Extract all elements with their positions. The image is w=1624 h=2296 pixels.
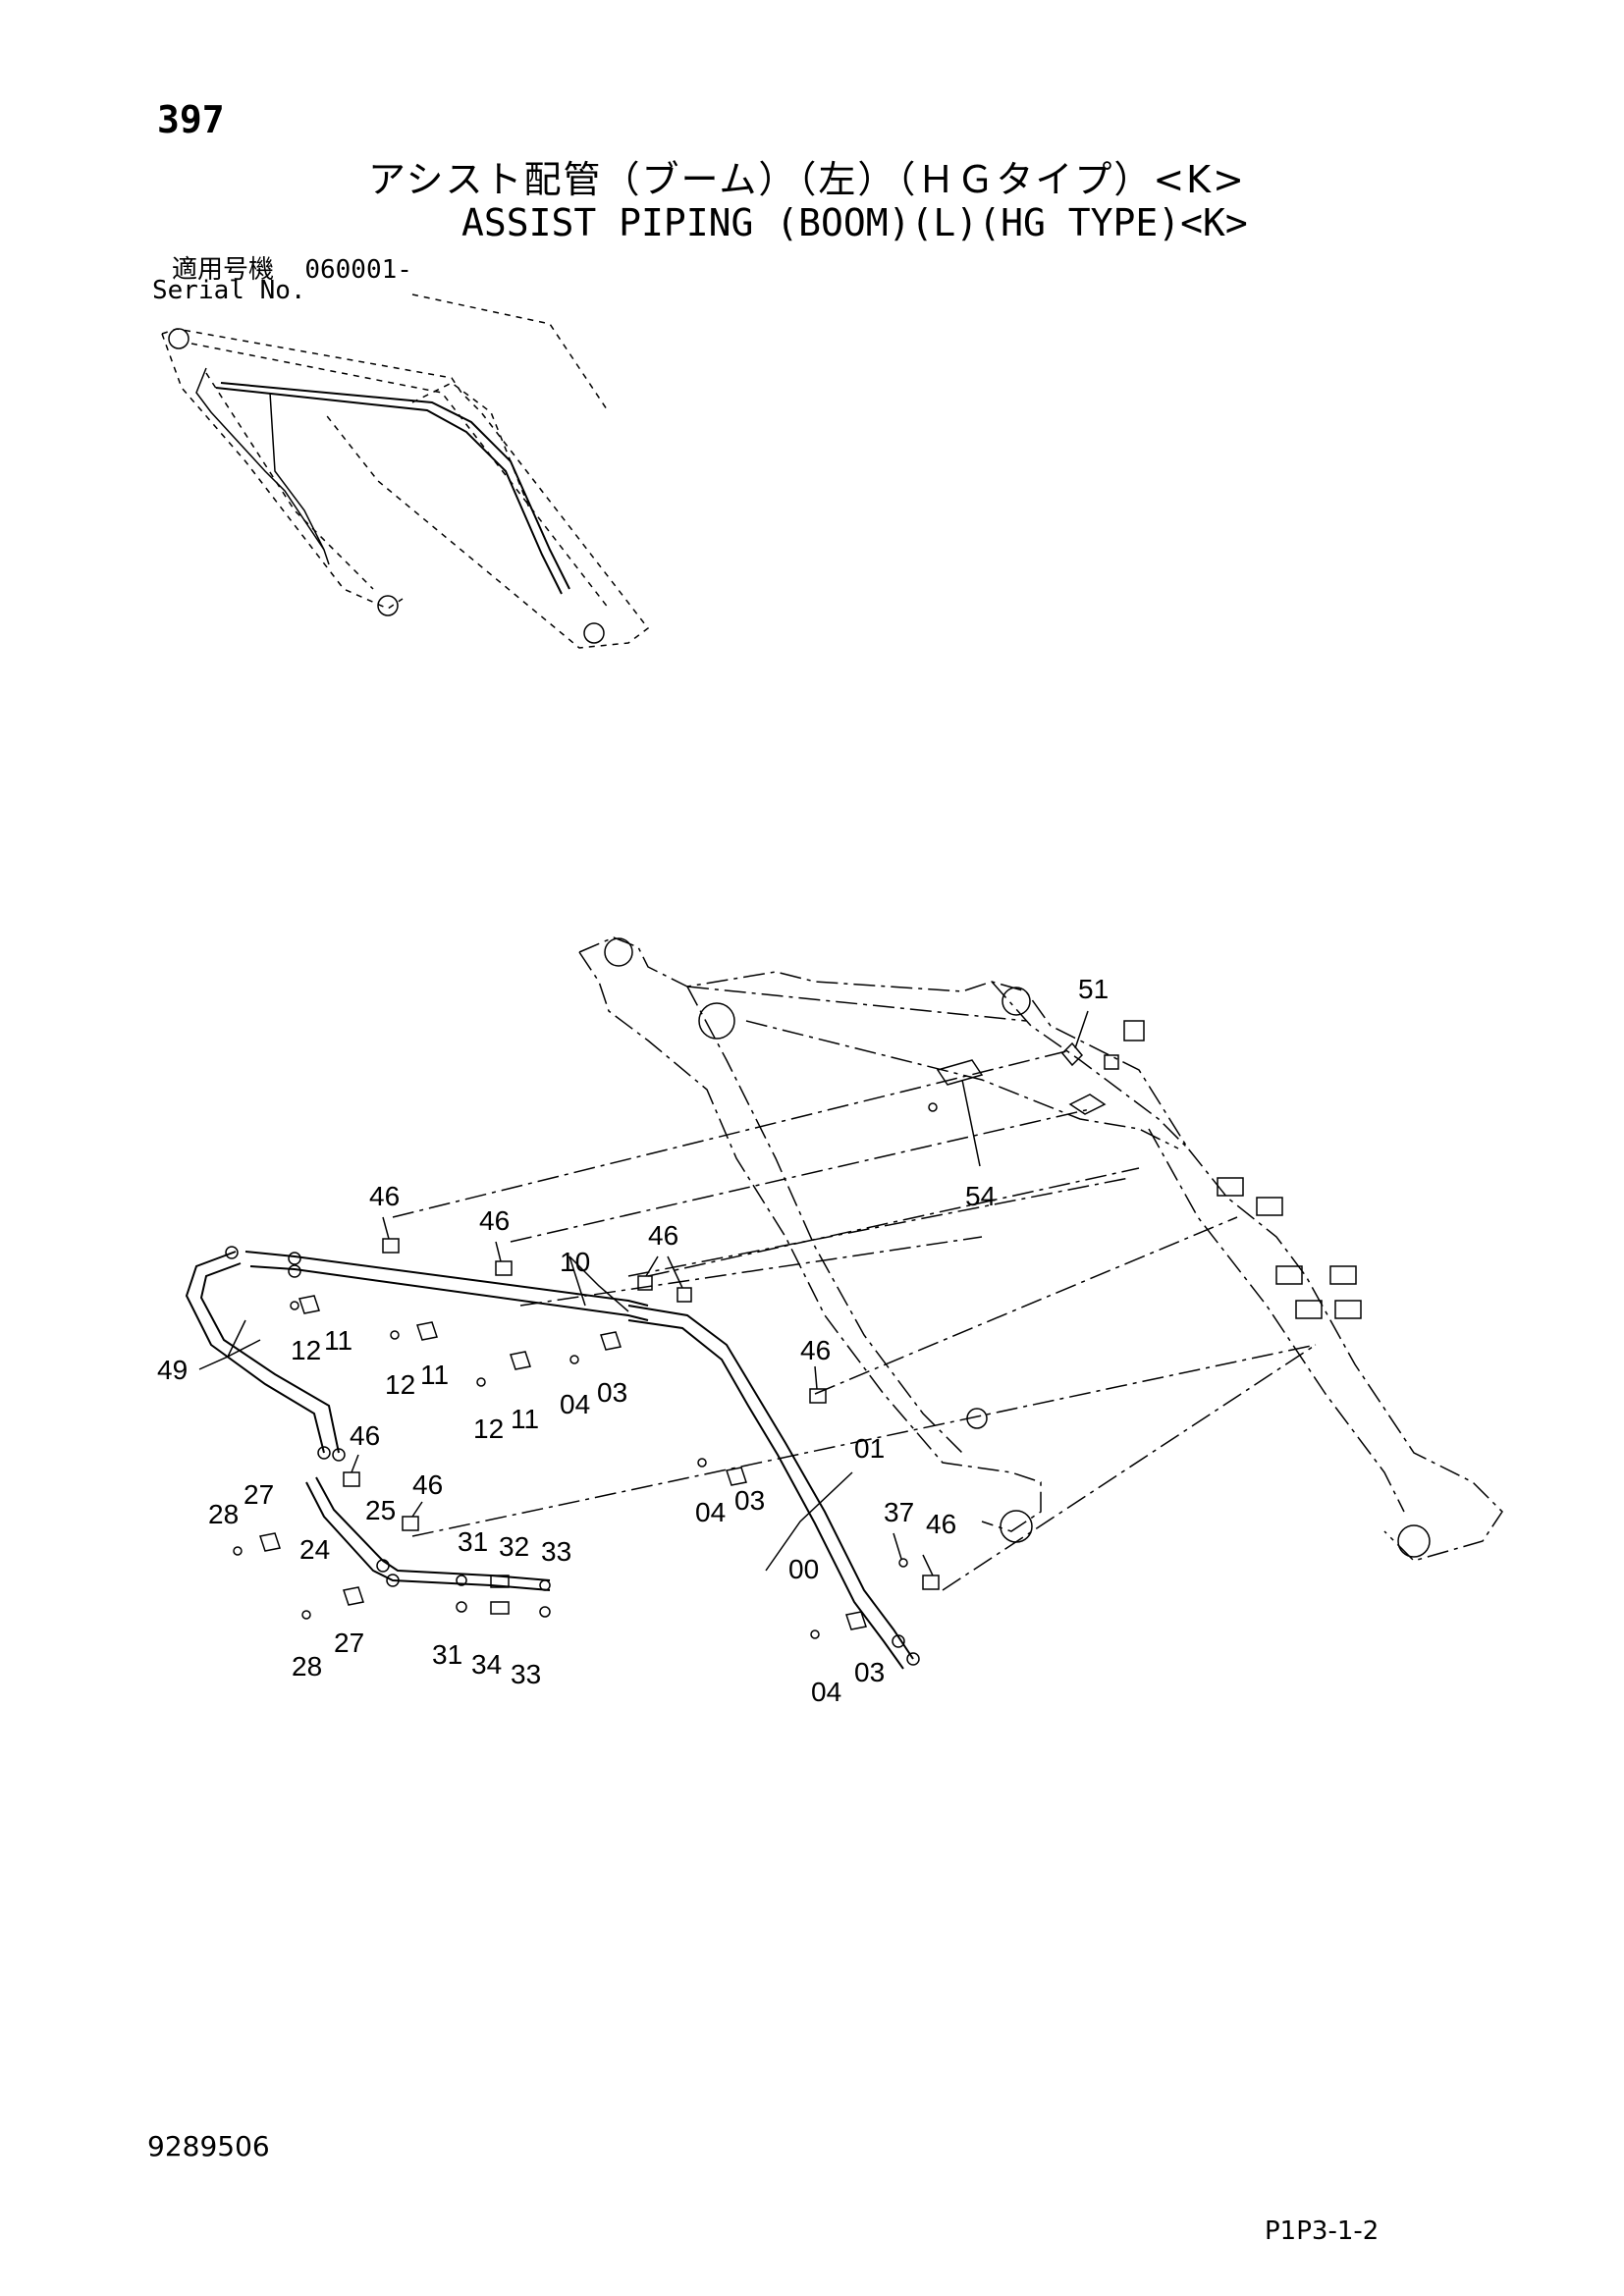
callout-46: 46 (479, 1205, 510, 1236)
callout-33: 33 (511, 1659, 541, 1689)
page-number: 397 (157, 98, 225, 141)
callout-04: 04 (811, 1677, 841, 1707)
serial-label-japanese: 適用号機 060001- (172, 249, 412, 286)
callout-34: 34 (471, 1649, 502, 1680)
title-english: ASSIST PIPING (BOOM)(L)(HG TYPE)<K> (461, 201, 1248, 244)
callout-01: 01 (854, 1433, 885, 1464)
callout-12: 12 (385, 1369, 415, 1400)
callout-00: 00 (788, 1554, 819, 1584)
callout-04: 04 (695, 1497, 726, 1527)
callout-33: 33 (541, 1536, 571, 1567)
callout-49: 49 (157, 1355, 188, 1385)
pipe-assembly (185, 1041, 1084, 1670)
callout-10: 10 (560, 1247, 590, 1277)
serial-label-jp-text: 適用号機 (172, 255, 275, 285)
callout-04: 04 (560, 1389, 590, 1419)
serial-value: 060001- (304, 255, 412, 285)
callout-25: 25 (365, 1495, 396, 1525)
callout-24: 24 (299, 1534, 330, 1565)
callout-46: 46 (350, 1420, 380, 1451)
callout-28: 28 (208, 1499, 239, 1529)
callout-27: 27 (244, 1479, 274, 1510)
callout-31: 31 (458, 1526, 488, 1557)
callout-51: 51 (1078, 974, 1109, 1004)
serial-label-english: Serial No. (152, 276, 306, 305)
callout-54: 54 (965, 1181, 996, 1211)
callout-27: 27 (334, 1628, 364, 1658)
callout-32: 32 (499, 1531, 529, 1562)
callout-46: 46 (926, 1509, 956, 1539)
callout-31: 31 (432, 1639, 462, 1670)
callout-37: 37 (884, 1497, 914, 1527)
callout-11: 11 (324, 1325, 352, 1356)
callout-12: 12 (473, 1414, 504, 1444)
callout-28: 28 (292, 1651, 322, 1682)
leader-lines (198, 1010, 1089, 1576)
projection-lines (392, 1049, 1317, 1591)
callout-11: 11 (420, 1360, 449, 1390)
page-code: P1P3-1-2 (1265, 2216, 1380, 2246)
callout-12: 12 (291, 1335, 321, 1365)
callout-11: 11 (511, 1404, 539, 1434)
document-number: 9289506 (147, 2130, 270, 2163)
callout-46: 46 (800, 1335, 831, 1365)
overview-thumbnail (161, 294, 650, 649)
callout-03: 03 (854, 1657, 885, 1687)
callout-46: 46 (412, 1469, 443, 1500)
callout-46: 46 (369, 1181, 400, 1211)
callout-03: 03 (734, 1485, 765, 1516)
callout-03: 03 (597, 1377, 627, 1408)
callout-46: 46 (648, 1220, 678, 1251)
callouts: 51 54 46 46 46 10 49 12 11 12 11 12 11 0… (157, 974, 1109, 1707)
boom-structure (578, 936, 1503, 1562)
title-japanese: アシスト配管（ブーム）（左）（ＨＧタイプ）<K> (368, 158, 1246, 201)
